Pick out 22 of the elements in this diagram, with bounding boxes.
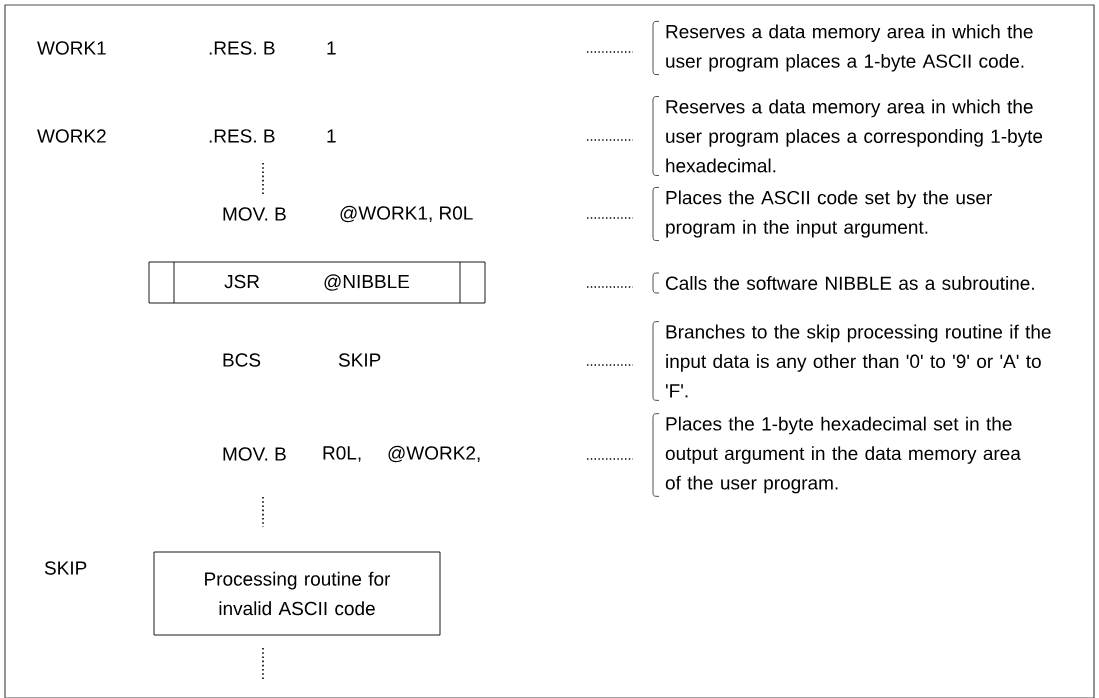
process-box: Processing routine for invalid ASCII code <box>153 551 441 636</box>
code-text: @WORK2, <box>388 445 480 463</box>
code-text: .RES. B <box>209 41 275 55</box>
code-text: MOV. B <box>223 447 286 461</box>
label: Reserves a data memory area in which the user program places a 1-byte ASCII code. <box>666 24 1033 72</box>
code-text: 1 <box>327 129 336 143</box>
label: Places the 1-byte hexadecimal set in the output argument in the data memory area of the user program. <box>665 416 1021 494</box>
code-text: .RES. B <box>209 129 275 143</box>
subroutine-box: JSR @NIBBLE <box>148 261 486 304</box>
label: Calls the software NIBBLE as a subroutine. <box>665 276 1034 290</box>
code-text: 1 <box>327 41 336 55</box>
code-text: MOV. B <box>223 207 286 221</box>
code-text: SKIP <box>338 353 381 367</box>
code-text: SKIP <box>44 561 87 575</box>
label: Reserves a data memory area in which the user program places a corresponding 1-byte hexadecimal. <box>666 99 1043 173</box>
code-text: BCS <box>223 353 261 367</box>
code-text: WORK2 <box>37 129 106 143</box>
label: Places the ASCII code set by the user program in the input argument. <box>666 190 993 238</box>
label: Branches to the skip processing routine if the input data is any other than '0' to '9' or 'A' to 'F'. <box>665 324 1051 398</box>
code-text: R0L, <box>323 446 361 462</box>
code-text: WORK1 <box>37 41 106 55</box>
code-text: @WORK1, R0L <box>340 205 473 223</box>
